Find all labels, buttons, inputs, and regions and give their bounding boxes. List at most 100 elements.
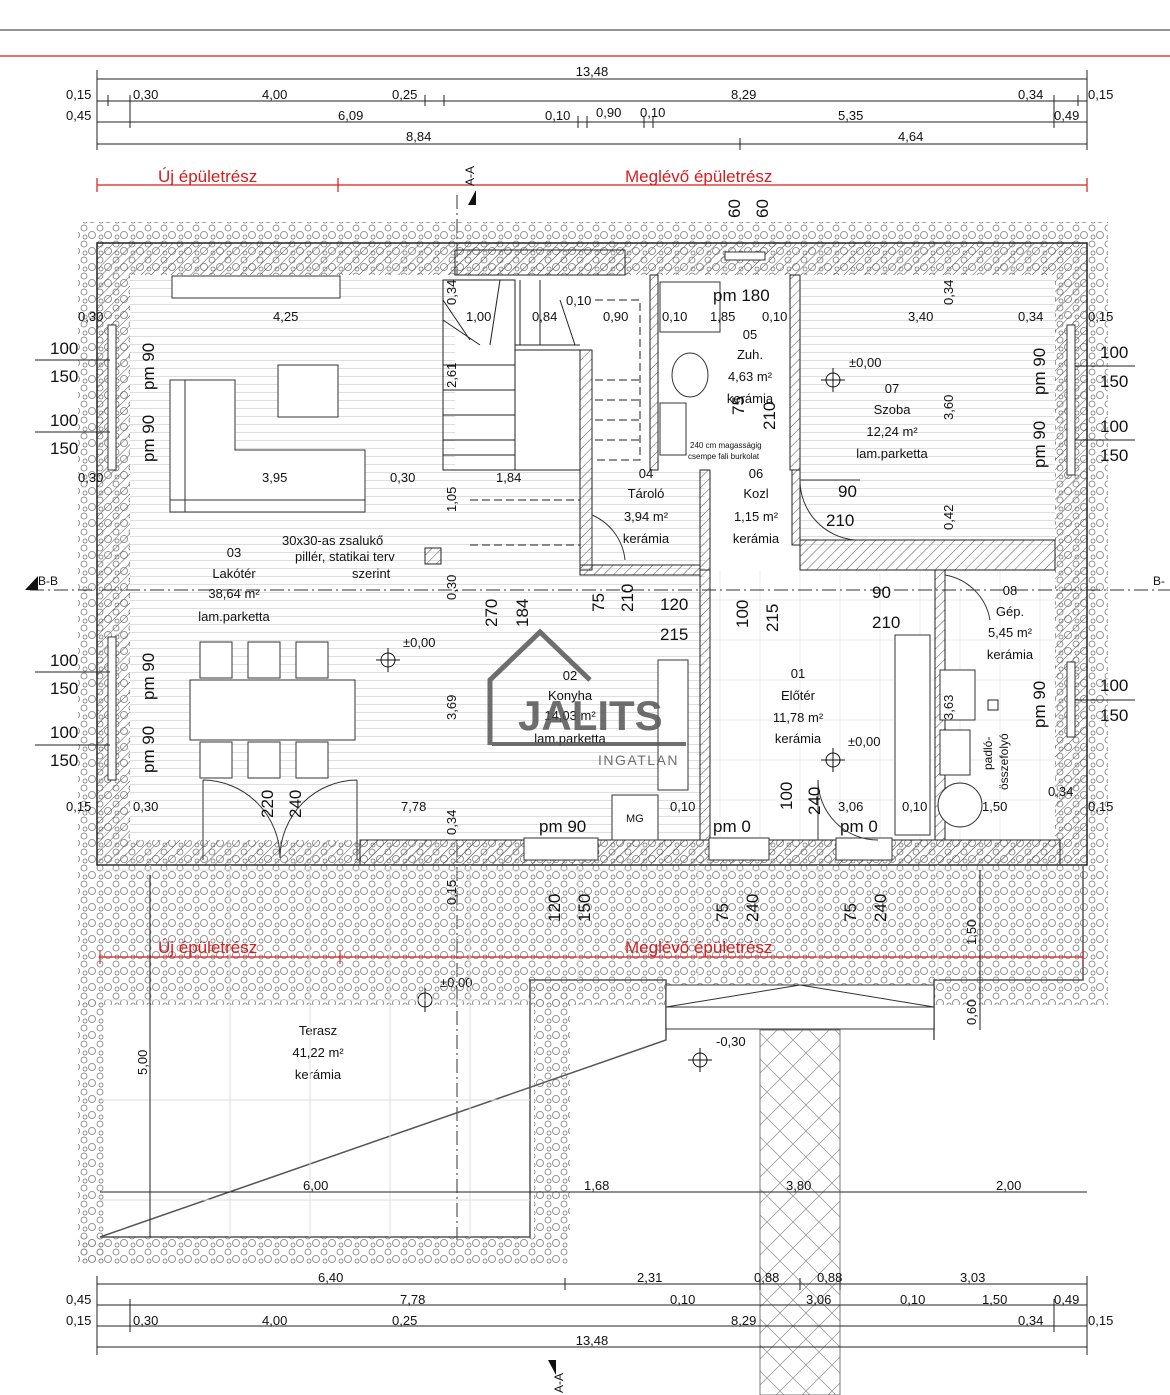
window-h: 150 [50,679,78,698]
svg-text:01: 01 [791,666,805,681]
label-existing-part-top: Meglévő épületrész [625,167,772,186]
dim: 0,10 [900,1292,925,1307]
svg-text:0,90: 0,90 [603,309,628,324]
window-h: 150 [1100,706,1128,725]
kitchen-counter [611,634,931,841]
svg-text:1,50: 1,50 [982,799,1007,814]
dim: 4,00 [262,1313,287,1328]
bathroom-fixtures [659,281,983,828]
dim: 0,15 [66,87,91,102]
dim: 5,35 [838,108,863,123]
label-existing-part-bottom: Meglévő épületrész [625,938,772,957]
svg-text:240: 240 [805,787,824,815]
window-pm90: pm 90 [139,653,158,700]
svg-text:0,10: 0,10 [670,799,695,814]
svg-text:02: 02 [563,668,577,683]
svg-text:3,06: 3,06 [838,799,863,814]
svg-text:1,85: 1,85 [710,309,735,324]
label-new-part-bottom: Új épületrész [158,938,257,957]
svg-text:75: 75 [589,593,608,612]
dim: 0,88 [817,1270,842,1285]
svg-text:Szoba: Szoba [874,402,912,417]
svg-text:100: 100 [777,782,796,810]
svg-text:11,78 m²: 11,78 m² [773,710,824,725]
inner-dims: 4,25 3,95 0,30 1,00 0,84 0,10 0,90 0,34 … [66,280,1113,905]
svg-text:220: 220 [258,790,277,818]
dim: 1,50 [982,1292,1007,1307]
svg-text:210: 210 [826,511,854,530]
dim: 0,25 [392,87,417,102]
window-pm90: pm 90 [139,343,158,390]
svg-text:210: 210 [618,584,637,612]
svg-text:05: 05 [743,327,757,342]
svg-text:Zuh.: Zuh. [737,347,763,362]
dim: 8,84 [406,129,431,144]
floor-drain [987,699,999,711]
padlo-label: összefolyó [997,733,1011,790]
window-w: 100 [1100,417,1128,436]
svg-text:0,15: 0,15 [1088,799,1113,814]
dim: 0,90 [596,105,621,120]
walkway [759,1029,841,1395]
dim: 1,68 [584,1178,609,1193]
svg-text:3,69: 3,69 [444,695,459,720]
dim: 2,31 [637,1270,662,1285]
room-labels: 03 Lakótér 38,64 m² lam.parketta 02 Kony… [198,327,1034,1082]
window-h: 150 [50,367,78,386]
svg-text:kerámia: kerámia [987,647,1034,662]
svg-text:7,78: 7,78 [401,799,426,814]
svg-text:1,15 m²: 1,15 m² [734,509,779,524]
svg-text:270: 270 [482,599,501,627]
window-w: 100 [1100,676,1128,695]
section-a-label-bottom: A-A [552,1373,566,1393]
window-h: 150 [1100,446,1128,465]
szoba-floor [800,275,1055,545]
svg-text:3,95: 3,95 [262,470,287,485]
window-w: 100 [50,411,78,430]
svg-text:1,84: 1,84 [496,470,521,485]
svg-text:4,25: 4,25 [273,309,298,324]
svg-text:kerámia: kerámia [733,531,780,546]
svg-text:lam.parketta: lam.parketta [198,609,270,624]
svg-text:Lakótér: Lakótér [212,566,256,581]
level: -0,30 [716,1034,746,1049]
svg-text:04: 04 [639,466,653,481]
window-pm180: pm 180 [713,286,770,305]
dim: 0,30 [133,1313,158,1328]
section-a-label-top: A-A [463,166,477,186]
dim: 0,34 [1018,1313,1043,1328]
window-w: 100 [50,651,78,670]
dim: 0,15 [66,1313,91,1328]
dim: 8,29 [731,87,756,102]
svg-text:41,22 m²: 41,22 m² [292,1045,344,1060]
dim: 0,45 [66,108,91,123]
svg-text:Előtér: Előtér [781,688,816,703]
svg-text:kerámia: kerámia [775,731,822,746]
window-w: 100 [50,723,78,742]
bottom-openings [523,837,893,861]
lakoter-floor [130,275,455,840]
svg-text:150: 150 [575,894,594,922]
window-h: 150 [1100,372,1128,391]
window-w: 100 [1100,343,1128,362]
label-new-part-top: Új épületrész [158,167,257,186]
svg-text:5,45 m²: 5,45 m² [988,625,1033,640]
door-swings [202,479,991,860]
svg-text:4,63 m²: 4,63 m² [728,369,773,384]
window-tags-left [35,359,1135,746]
svg-text:0,10: 0,10 [566,293,591,308]
window-w: 100 [50,339,78,358]
svg-text:12,24 m²: 12,24 m² [866,424,918,439]
svg-text:Terasz: Terasz [299,1023,337,1038]
dim: 0,45 [66,1292,91,1307]
svg-text:0,15: 0,15 [66,799,91,814]
svg-text:14,03 m²: 14,03 m² [544,708,596,723]
section-a-arrow-top [468,190,476,205]
dim: 0,34 [1018,87,1043,102]
dim: 6,00 [303,1178,328,1193]
tiles-note: csempe fali burkolat [688,452,760,461]
window-pm90: pm 90 [1030,421,1049,468]
sofa [169,275,366,513]
svg-text:0,10: 0,10 [762,309,787,324]
svg-text:lam.parketta: lam.parketta [856,446,928,461]
